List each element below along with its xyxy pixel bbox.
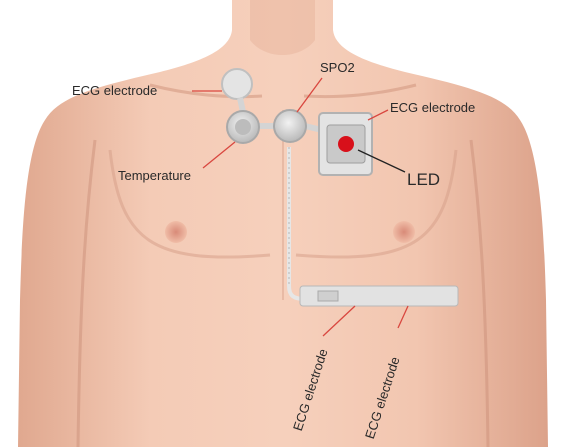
sensor-link-1: [240, 98, 243, 112]
spo2-sensor-disc: [274, 110, 306, 142]
right-nipple: [393, 221, 415, 243]
temperature-label: Temperature: [118, 168, 191, 183]
ecg-electrode-upper-left-label: ECG electrode: [72, 83, 157, 98]
led-light: [338, 136, 354, 152]
ecg-electrode-upper-left-disc: [222, 69, 252, 99]
neck-shadow: [250, 0, 315, 55]
spo2-label: SPO2: [320, 60, 355, 75]
left-nipple: [165, 221, 187, 243]
led-label: LED: [407, 172, 440, 187]
ecg-electrode-upper-right-label: ECG electrode: [390, 100, 475, 115]
strip-connector: [318, 291, 338, 301]
temperature-sensor-center: [235, 119, 251, 135]
